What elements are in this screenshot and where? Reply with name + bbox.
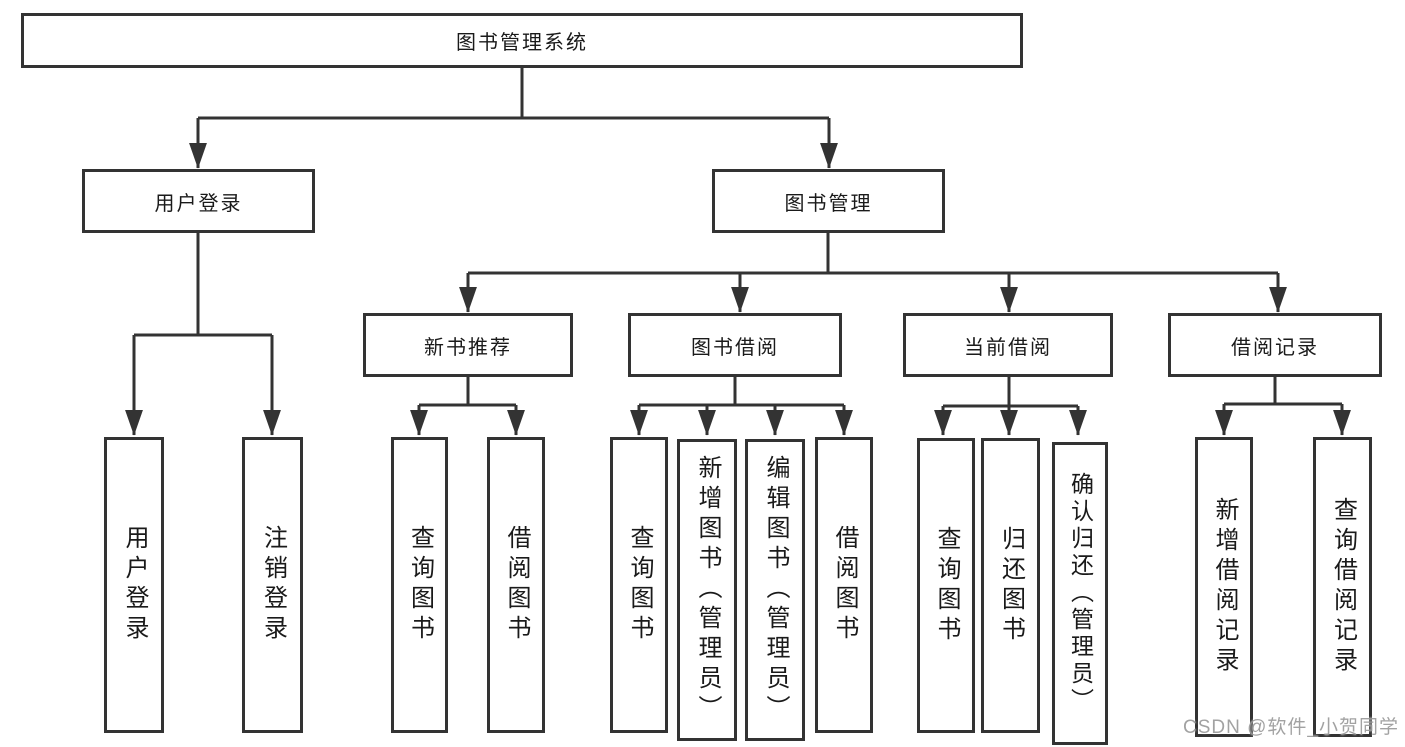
node-book-borrowing-label: 图书借阅 bbox=[691, 336, 779, 359]
leaf-current-confirm-return-admin: 确认归还（管理员） bbox=[1052, 442, 1108, 745]
leaf-logout: 注销登录 bbox=[242, 437, 303, 733]
node-book-management: 图书管理 bbox=[712, 169, 945, 233]
leaf-newbook-query-books: 查询图书 bbox=[391, 437, 448, 733]
node-new-book-recommendation: 新书推荐 bbox=[363, 313, 573, 377]
node-current-borrowing-label: 当前借阅 bbox=[964, 336, 1052, 359]
node-root-label: 图书管理系统 bbox=[456, 32, 588, 54]
leaf-current-return-books-label: 归还图书 bbox=[997, 525, 1025, 646]
leaf-current-confirm-return-admin-label: 确认归还（管理员） bbox=[1067, 472, 1094, 715]
node-user-login: 用户登录 bbox=[82, 169, 315, 233]
leaf-user-login-label: 用户登录 bbox=[121, 525, 148, 645]
node-book-management-label: 图书管理 bbox=[784, 192, 873, 215]
leaf-borrowing-edit-books-admin-label: 编辑图书（管理员） bbox=[762, 455, 789, 725]
leaf-user-login: 用户登录 bbox=[104, 437, 164, 733]
leaf-borrowing-add-books-admin: 新增图书（管理员） bbox=[677, 439, 737, 741]
leaf-records-query-record-label: 查询借阅记录 bbox=[1329, 497, 1357, 677]
leaf-records-add-record: 新增借阅记录 bbox=[1195, 437, 1253, 737]
node-user-login-label: 用户登录 bbox=[154, 192, 243, 215]
leaf-borrowing-borrow-books-label: 借阅图书 bbox=[831, 525, 858, 645]
node-borrowing-records: 借阅记录 bbox=[1168, 313, 1382, 377]
node-book-borrowing: 图书借阅 bbox=[628, 313, 842, 377]
node-current-borrowing: 当前借阅 bbox=[903, 313, 1113, 377]
leaf-current-return-books: 归还图书 bbox=[981, 438, 1040, 733]
leaf-newbook-query-books-label: 查询图书 bbox=[406, 525, 434, 645]
leaf-newbook-borrow-books-label: 借阅图书 bbox=[503, 525, 530, 645]
leaf-records-query-record: 查询借阅记录 bbox=[1313, 437, 1372, 737]
leaf-borrowing-borrow-books: 借阅图书 bbox=[815, 437, 873, 733]
leaf-newbook-borrow-books: 借阅图书 bbox=[487, 437, 545, 733]
leaf-borrowing-query-books-label: 查询图书 bbox=[626, 525, 653, 645]
leaf-borrowing-query-books: 查询图书 bbox=[610, 437, 668, 733]
node-borrowing-records-label: 借阅记录 bbox=[1231, 336, 1319, 359]
leaf-current-query-books: 查询图书 bbox=[917, 438, 975, 733]
csdn-watermark: CSDN @软件_小贺同学 bbox=[1183, 717, 1399, 738]
leaf-current-query-books-label: 查询图书 bbox=[933, 525, 960, 646]
leaf-records-add-record-label: 新增借阅记录 bbox=[1211, 497, 1238, 677]
leaf-borrowing-edit-books-admin: 编辑图书（管理员） bbox=[745, 439, 805, 741]
node-root-library-management-system: 图书管理系统 bbox=[21, 13, 1023, 68]
node-new-book-recommendation-label: 新书推荐 bbox=[424, 336, 512, 359]
leaf-borrowing-add-books-admin-label: 新增图书（管理员） bbox=[694, 455, 721, 725]
leaf-logout-label: 注销登录 bbox=[259, 525, 287, 645]
